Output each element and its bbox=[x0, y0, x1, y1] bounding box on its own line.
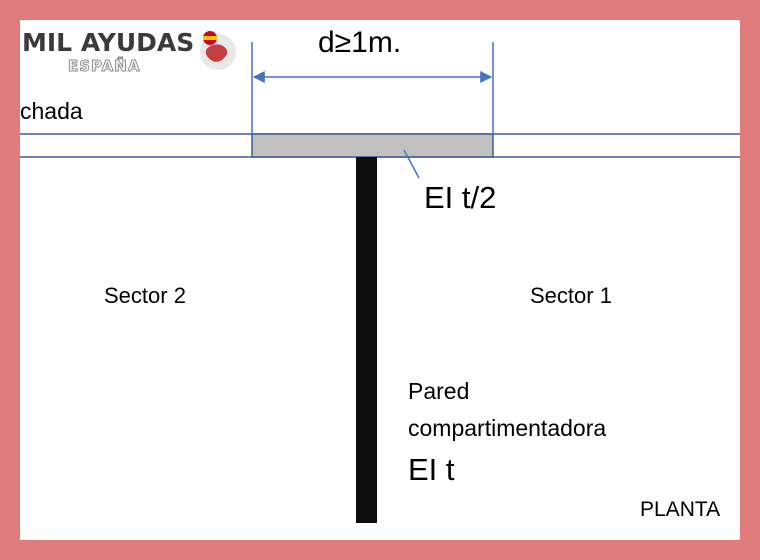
spain-globe-icon bbox=[200, 31, 236, 70]
dimension-label: d≥1m. bbox=[318, 26, 402, 59]
wall-label-line2: compartimentadora bbox=[408, 415, 607, 441]
view-label: PLANTA bbox=[640, 498, 721, 521]
logo-sub-text: ESPAÑA bbox=[67, 57, 141, 76]
facade-label: chada bbox=[20, 98, 83, 124]
strip-leader-line bbox=[403, 149, 420, 179]
sector-1-label: Sector 1 bbox=[530, 283, 612, 308]
logo-main-text: MIL AYUDAS bbox=[22, 28, 195, 57]
wall-label-line1: Pared bbox=[408, 378, 470, 404]
diagram-canvas: MIL AYUDAS ESPAÑA d≥1m. chada EI t/2 Sec… bbox=[20, 20, 740, 540]
diagram-drawing bbox=[20, 42, 740, 523]
logo: MIL AYUDAS ESPAÑA bbox=[22, 26, 242, 82]
facade-protection-strip bbox=[251, 133, 494, 158]
sector-2-label: Sector 2 bbox=[104, 283, 186, 308]
wall-rating-label: EI t bbox=[408, 452, 455, 487]
strip-rating-label: EI t/2 bbox=[424, 180, 497, 215]
compartment-wall bbox=[356, 157, 377, 523]
